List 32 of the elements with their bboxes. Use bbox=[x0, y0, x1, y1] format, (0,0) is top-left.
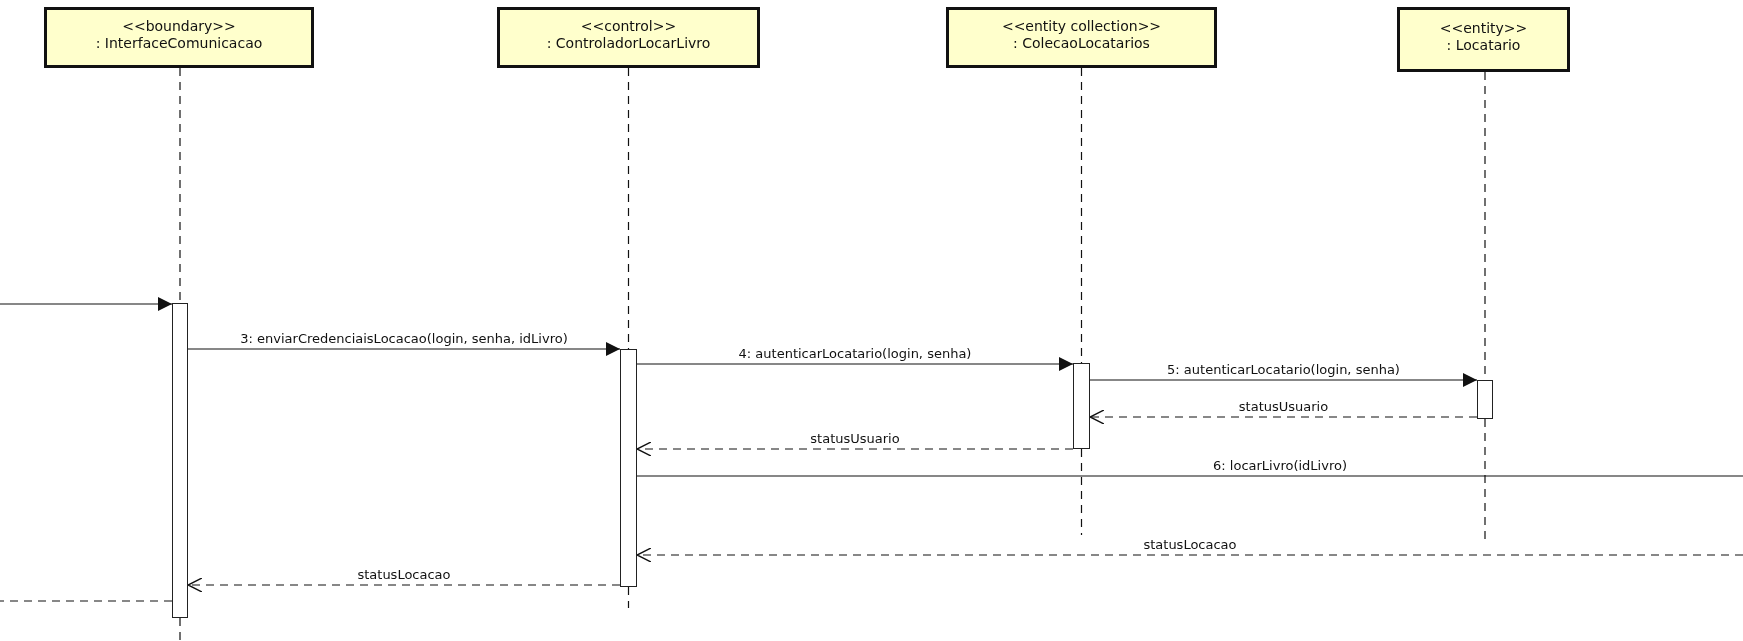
activation-bar bbox=[620, 349, 637, 587]
return-arrow bbox=[636, 547, 1743, 563]
object-name: : Locatario bbox=[1446, 36, 1521, 54]
message-arrow bbox=[187, 342, 621, 356]
stereotype-label: <<boundary>> bbox=[122, 17, 236, 35]
object-name: : ControladorLocarLivro bbox=[546, 34, 711, 52]
activation-bar bbox=[172, 303, 188, 618]
message-label: statusUsuario bbox=[1236, 399, 1331, 414]
return-arrow bbox=[636, 441, 1074, 457]
object-name: : InterfaceComunicacao bbox=[95, 34, 263, 52]
message-label: statusLocacao bbox=[355, 567, 453, 582]
message-arrow bbox=[0, 297, 173, 311]
message-label: 3: enviarCredenciaisLocacao(login, senha, idLivro) bbox=[238, 331, 570, 346]
message-label: 6: locarLivro(idLivro) bbox=[1211, 458, 1349, 473]
message-arrow bbox=[636, 357, 1074, 371]
stereotype-label: <<entity>> bbox=[1439, 19, 1528, 37]
object-name: : ColecaoLocatarios bbox=[1013, 34, 1150, 52]
lifeline-head bbox=[946, 7, 1217, 68]
stereotype-label: <<entity collection>> bbox=[1001, 17, 1162, 35]
activation-bar bbox=[1073, 363, 1090, 449]
message-label: 5: autenticarLocatario(login, senha) bbox=[1165, 362, 1402, 377]
message-arrow bbox=[1089, 373, 1478, 387]
return-arrow bbox=[1089, 409, 1478, 425]
stereotype-label: <<control>> bbox=[580, 17, 677, 35]
lifeline-head bbox=[44, 7, 314, 68]
message-label: 4: autenticarLocatario(login, senha) bbox=[736, 346, 974, 361]
lifeline-head bbox=[497, 7, 760, 68]
lifeline-head bbox=[1397, 7, 1570, 72]
message-label: statusUsuario bbox=[808, 431, 902, 446]
message-label: statusLocacao bbox=[1141, 537, 1239, 552]
return-arrow bbox=[187, 577, 621, 593]
activation-bar bbox=[1477, 380, 1493, 419]
